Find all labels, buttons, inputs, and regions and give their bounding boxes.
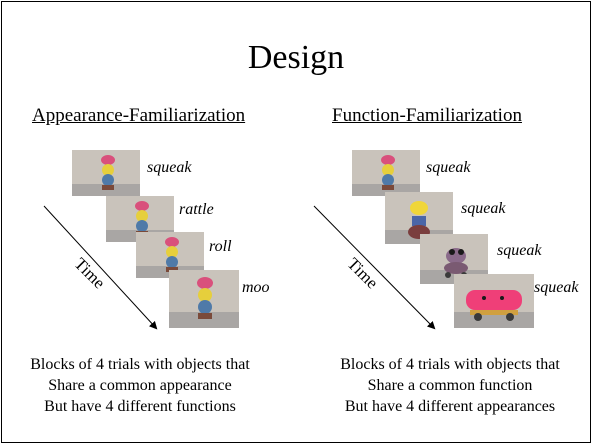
function-label-1: squeak <box>426 159 471 176</box>
appearance-caption-line-3: But have 4 different functions <box>44 398 236 415</box>
function-object-photo-4 <box>454 274 534 328</box>
function-label-3: squeak <box>497 242 542 259</box>
function-label-4: squeak <box>534 279 579 296</box>
appearance-object-photo-1 <box>72 150 140 196</box>
function-familiarization-heading: Function-Familiarization <box>332 105 522 126</box>
function-caption-line-1: Blocks of 4 trials with objects that <box>340 356 560 373</box>
function-caption: Blocks of 4 trials with objects that Sha… <box>320 354 580 417</box>
appearance-familiarization-heading: Appearance-Familiarization <box>32 105 246 126</box>
appearance-caption-line-1: Blocks of 4 trials with objects that <box>30 356 250 373</box>
function-object-photo-1 <box>352 150 420 196</box>
appearance-label-3: roll <box>209 238 232 255</box>
appearance-label-4: moo <box>242 279 270 296</box>
appearance-label-1: squeak <box>147 159 192 176</box>
function-caption-line-3: But have 4 different appearances <box>344 398 556 415</box>
slide-title: Design <box>247 39 345 76</box>
function-caption-line-2: Share a common function <box>367 377 533 394</box>
function-label-2: squeak <box>461 200 506 217</box>
appearance-object-photo-4 <box>169 270 239 328</box>
appearance-label-2: rattle <box>179 201 214 218</box>
appearance-caption-line-2: Share a common appearance <box>48 377 232 394</box>
appearance-caption: Blocks of 4 trials with objects that Sha… <box>10 354 270 417</box>
